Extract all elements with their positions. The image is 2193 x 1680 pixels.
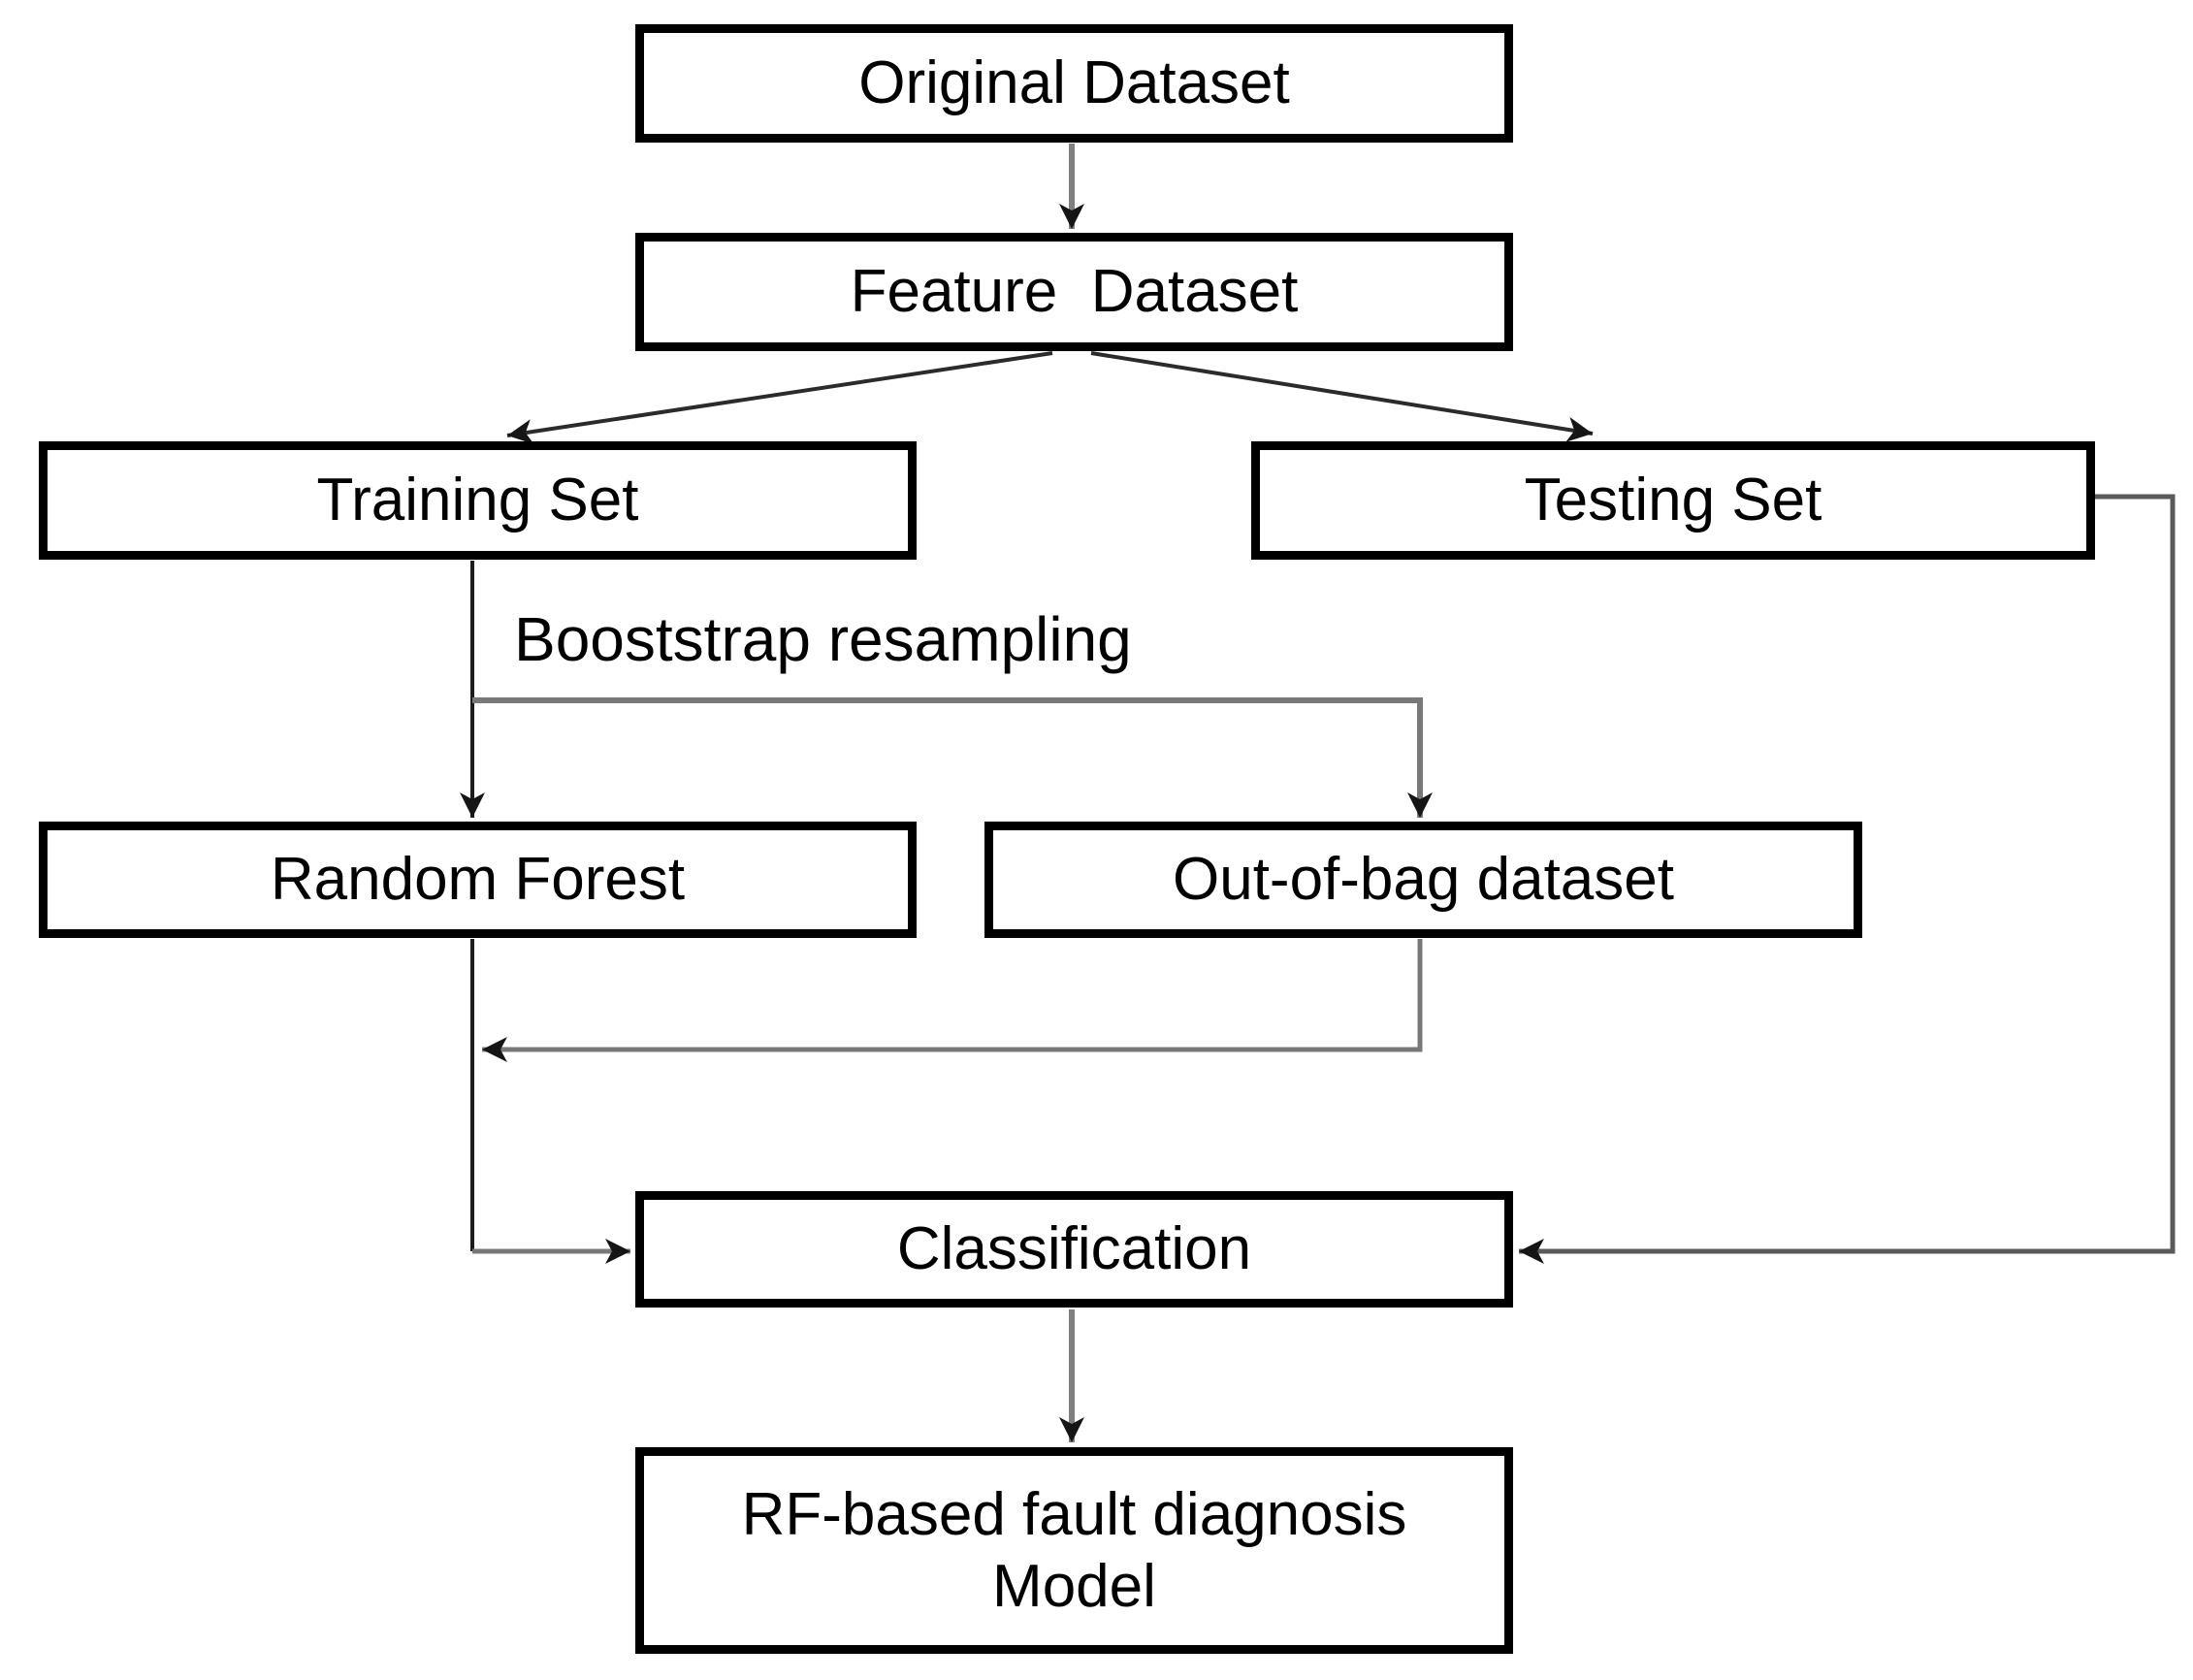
node-rf-fault-diagnosis-model: RF-based fault diagnosis Model	[635, 1447, 1513, 1654]
arrow-feature-to-testing	[1090, 351, 1594, 442]
arrow-oob-merge	[482, 939, 1423, 1062]
node-testing-set: Testing Set	[1251, 441, 2095, 560]
arrow-bootstrap-to-oob	[472, 697, 1433, 818]
node-random-forest: Random Forest	[39, 822, 917, 938]
arrow-testing-to-classification	[1519, 494, 2176, 1264]
node-training-set: Training Set	[39, 441, 917, 560]
node-feature-dataset: Feature Dataset	[635, 233, 1513, 351]
node-classification: Classification	[635, 1191, 1513, 1308]
node-original-dataset: Original Dataset	[635, 24, 1513, 143]
arrow-feature-to-training	[506, 351, 1053, 444]
node-out-of-bag-dataset: Out-of-bag dataset	[984, 822, 1862, 938]
edge-label-bootstrap-resampling: Booststrap resampling	[514, 604, 1132, 674]
